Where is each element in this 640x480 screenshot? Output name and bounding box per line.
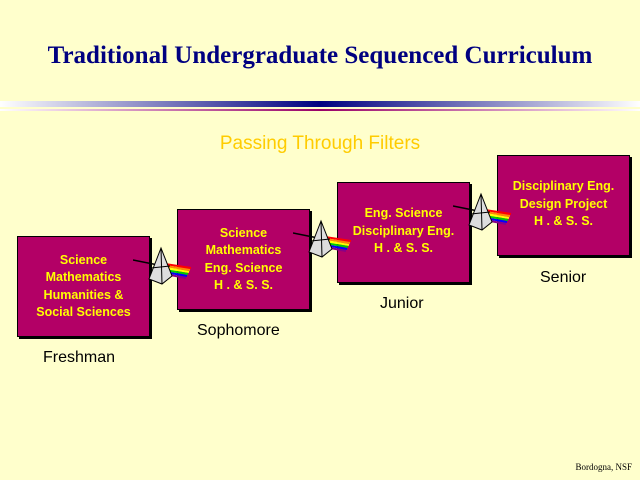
sophomore-box: Science Mathematics Eng. Science H . & S… <box>177 209 310 310</box>
prism-icon <box>293 219 352 258</box>
box-line: H . & S. S. <box>213 278 274 292</box>
junior-box: Eng. Science Disciplinary Eng. H . & S. … <box>337 182 470 283</box>
divider-line-blue <box>0 101 640 107</box>
box-line: Disciplinary Eng. <box>512 179 615 193</box>
credit: Bordogna, NSF <box>575 462 632 472</box>
junior-label: Junior <box>380 295 424 312</box>
box-line: Humanities & <box>43 287 124 302</box>
subtitle: Passing Through Filters <box>219 133 421 154</box>
box-line: Eng. Science <box>204 260 283 275</box>
freshman-label: Freshman <box>43 349 116 366</box>
slide-title: Traditional Undergraduate Sequenced Curr… <box>47 42 593 69</box>
senior-box: Disciplinary Eng. Design Project H . & S… <box>497 155 630 256</box>
box-line: Design Project <box>519 196 608 211</box>
sophomore-label: Sophomore <box>197 322 280 339</box>
box-line: Mathematics <box>45 270 122 284</box>
freshman-box: Science Mathematics Humanities & Social … <box>17 236 150 337</box>
box-line: H . & S. S. <box>373 241 434 255</box>
senior-label: Senior <box>540 269 587 286</box>
divider-line-magenta <box>0 109 640 111</box>
box-line: Science <box>219 225 268 240</box>
box-line: Mathematics <box>205 243 282 257</box>
box-line: H . & S. S. <box>533 214 594 228</box>
box-line: Science <box>59 252 108 267</box>
box-line: Social Sciences <box>36 305 131 319</box>
box-line: Eng. Science <box>364 206 443 220</box>
box-line: Disciplinary Eng. <box>352 223 455 238</box>
prism-icon <box>453 192 512 231</box>
prism-icon <box>133 246 192 285</box>
